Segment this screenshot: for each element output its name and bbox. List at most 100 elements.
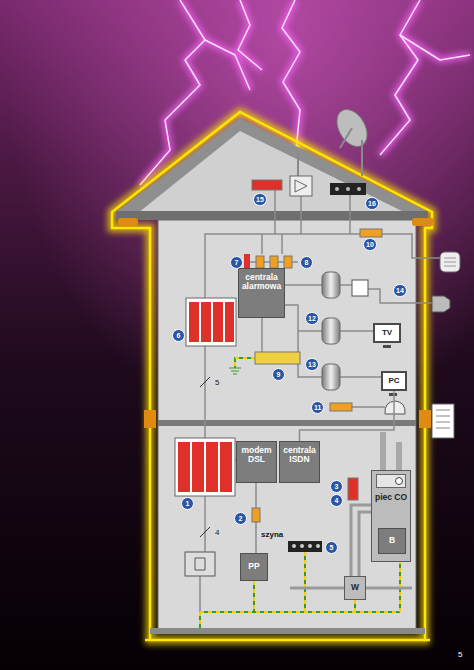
callout-number: 6 <box>172 329 185 342</box>
illustration-part <box>282 0 300 150</box>
illustration-part <box>205 40 250 90</box>
pc-monitor: PC <box>381 371 407 391</box>
thermostat <box>432 404 454 438</box>
node-label: W <box>351 583 359 592</box>
protector-15 <box>252 180 282 190</box>
callout-number: 3 <box>330 480 343 493</box>
callout-number: 4 <box>330 494 343 507</box>
illustration-part <box>189 302 199 342</box>
illustration-part <box>186 298 236 346</box>
illustration-part <box>220 442 232 492</box>
illustration-part <box>112 112 432 640</box>
clamp <box>419 410 431 428</box>
pc-stand <box>389 393 397 396</box>
illustration-part <box>225 302 234 342</box>
water-meter-box: W <box>344 576 366 600</box>
antenna <box>298 104 373 176</box>
node-label: centrala ISDN <box>282 446 317 465</box>
callout-number: 16 <box>365 197 379 210</box>
wire-count: 4 <box>214 529 220 538</box>
boiler-box: piec COB <box>371 470 411 562</box>
boiler-burner-box: B <box>378 528 406 554</box>
amplifier <box>290 176 312 196</box>
illustration-part <box>213 302 223 342</box>
node-label: B <box>389 536 395 545</box>
device-3 <box>348 478 358 500</box>
illustration-part <box>436 410 450 428</box>
tv-monitor: TV <box>373 323 401 343</box>
illustration-part <box>400 35 470 60</box>
callout-number: 2 <box>234 512 247 525</box>
fuse-2 <box>252 508 260 522</box>
modem-box: modem DSL <box>236 441 277 483</box>
illustration-part <box>185 552 215 576</box>
illustration-part <box>380 0 420 155</box>
device-12 <box>322 318 340 344</box>
illustration-part <box>432 404 454 438</box>
control-panel <box>376 474 406 488</box>
house-body <box>158 220 416 630</box>
node-label: PC <box>388 377 399 386</box>
illustration-part <box>195 558 205 570</box>
illustration-part <box>284 256 292 268</box>
pe-bar-terminals <box>292 544 320 548</box>
illustration-part <box>316 544 320 548</box>
illustration-part <box>292 544 296 548</box>
illustration-part <box>380 0 420 155</box>
illustration-part <box>205 40 250 90</box>
wire-count: 5 <box>214 379 220 388</box>
illustration-part <box>400 35 470 60</box>
illustration-part <box>383 432 399 470</box>
illustration-part <box>300 544 304 548</box>
illustration-part <box>256 256 264 268</box>
callout-number: 5 <box>325 541 338 554</box>
node-label: TV <box>382 329 392 338</box>
illustration-part <box>201 302 211 342</box>
protector-11 <box>330 403 352 411</box>
illustration-part <box>298 128 362 176</box>
wire-connector <box>300 391 395 441</box>
plug <box>432 296 450 312</box>
callout-number: 13 <box>305 358 319 371</box>
terminal-block <box>330 183 366 195</box>
illustration-part <box>175 438 235 496</box>
illustration-part <box>238 0 262 70</box>
callout-number: 12 <box>305 312 319 325</box>
ground-slab <box>150 628 425 634</box>
callout-number: 1 <box>181 497 194 510</box>
illustration-part <box>335 187 339 191</box>
illustration-part <box>290 176 312 196</box>
protector-10 <box>360 229 382 237</box>
gutter <box>118 218 138 226</box>
illustration-part <box>112 112 432 640</box>
illustration-part <box>357 187 361 191</box>
illustration-part <box>275 190 350 234</box>
callout-number: 14 <box>393 284 407 297</box>
page-number: 5 <box>458 651 462 660</box>
illustration-part <box>346 187 350 191</box>
illustration-part <box>330 183 366 195</box>
roof <box>116 118 428 212</box>
illustration-part <box>238 0 262 70</box>
surge-protector-6 <box>186 298 236 346</box>
dial <box>395 477 403 485</box>
wires <box>200 190 440 628</box>
illustration-part <box>192 442 204 492</box>
illustration-part <box>282 0 300 150</box>
surge-protector-1 <box>175 438 235 496</box>
eave <box>116 211 428 220</box>
callout-number: 7 <box>230 256 243 269</box>
illustration-part <box>440 252 460 272</box>
floor-slab <box>158 420 416 426</box>
lightning-rod-glow <box>112 112 432 640</box>
illustration-part <box>295 180 307 192</box>
wire-line <box>300 391 395 441</box>
node-label: centrala alarmowa <box>241 273 282 292</box>
illustration-part <box>206 442 218 492</box>
callout-number: 15 <box>253 193 267 206</box>
illustration-part <box>229 368 241 374</box>
gutter <box>412 218 434 226</box>
